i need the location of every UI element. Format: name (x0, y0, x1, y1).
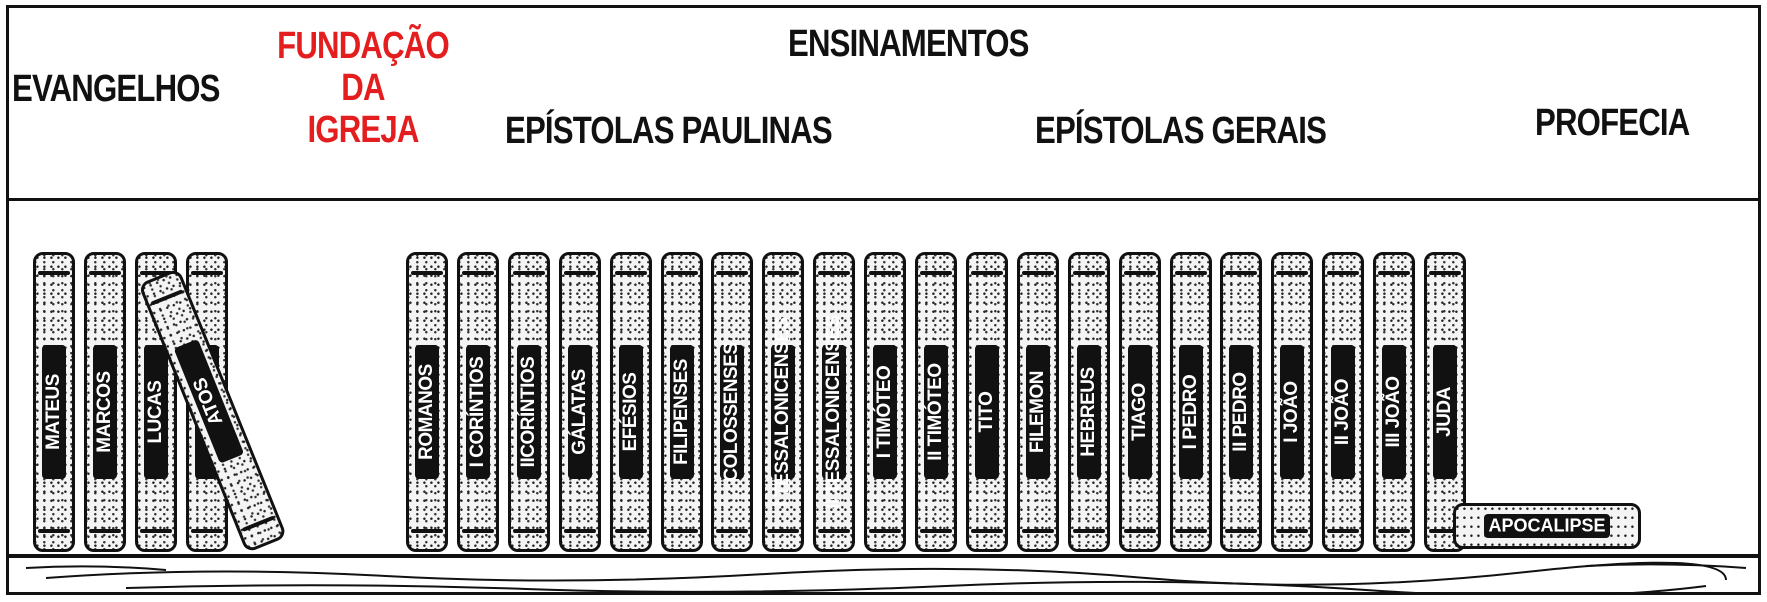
book-label: JUDA (1434, 387, 1455, 437)
book-general-1: TIAGO (1118, 252, 1161, 552)
book-gospel-0: MATEUS (33, 252, 75, 552)
header-ensinamentos: ENSINAMENTOS (788, 23, 1029, 65)
book-label: FILIPENSES (670, 359, 692, 465)
book-label: COLOSSENSES (721, 342, 743, 482)
book-label: LUCAS (145, 380, 166, 444)
book-pauline-10: II TIMÓTEO (915, 252, 957, 552)
book-pauline-0: ROMANOS (406, 252, 448, 552)
book-pauline-7: I TESSALONICENSES (762, 252, 805, 552)
book-label: EFÉSIOS (619, 372, 641, 452)
header-epistolas-gerais: EPÍSTOLAS GERAIS (1035, 110, 1327, 152)
book-general-5: II JOÃO (1322, 252, 1365, 552)
book-general-3: II PEDRO (1220, 252, 1263, 552)
book-pauline-2: IICORÍNTIOS (507, 252, 550, 552)
book-pauline-6: COLOSSENSES (711, 252, 754, 552)
book-label: II PEDRO (1230, 372, 1252, 452)
book-label: II JOÃO (1332, 378, 1354, 446)
book-general-4: I JOÃO (1271, 252, 1314, 552)
book-label: ROMANOS (416, 364, 437, 460)
book-label: III JOÃO (1383, 376, 1405, 448)
book-pauline-12: FILEMON (1016, 252, 1059, 552)
book-label: I PEDRO (1179, 374, 1201, 450)
header-fundacao-line-3: IGREJA (307, 109, 419, 151)
shelf-edge (6, 554, 1761, 558)
book-gospel-1: MARCOS (84, 252, 126, 552)
book-label: IICORÍNTIOS (517, 356, 539, 468)
book-pauline-1: I CORÍNTIOS (456, 252, 499, 552)
book-label: GÁLATAS (568, 369, 590, 455)
header-evangelhos: EVANGELHOS (12, 68, 220, 110)
book-general-7: JUDA (1424, 252, 1466, 552)
book-label: TIAGO (1128, 383, 1150, 441)
header-epistolas-paulinas: EPÍSTOLAS PAULINAS (505, 110, 833, 152)
book-label: I TIMÓTEO (874, 365, 896, 459)
header-fundacao-line-2: DA (341, 67, 385, 109)
book-general-2: I PEDRO (1169, 252, 1212, 552)
book-label: ATOS (189, 374, 228, 429)
book-label: MATEUS (43, 374, 64, 450)
book-pauline-4: EFÉSIOS (609, 252, 652, 552)
book-label: I TESSALONICENSES (772, 317, 794, 507)
book-pauline-9: I TIMÓTEO (864, 252, 907, 552)
header-divider (6, 198, 1761, 201)
book-label: II TESSALONICENSES (823, 315, 845, 509)
book-pauline-11: TITO (965, 252, 1008, 552)
book-label: FILEMON (1026, 371, 1048, 453)
book-pauline-3: GÁLATAS (558, 252, 601, 552)
book-pauline-5: FILIPENSES (660, 252, 703, 552)
header-fundacao: FUNDAÇÃO DA IGREJA (258, 27, 468, 149)
book-label: I CORÍNTIOS (466, 356, 488, 468)
book-general-0: HEBREUS (1067, 252, 1110, 552)
book-general-6: III JOÃO (1373, 252, 1416, 552)
book-label: APOCALIPSE (1488, 515, 1606, 536)
book-label: II TIMÓTEO (925, 363, 946, 461)
book-label: I JOÃO (1281, 381, 1303, 443)
header-fundacao-line-1: FUNDAÇÃO (277, 25, 450, 67)
book-apocalipse: APOCALIPSE (1453, 503, 1641, 549)
shelf-wood (25, 561, 1747, 594)
book-label: TITO (975, 391, 997, 433)
header-profecia: PROFECIA (1535, 102, 1690, 144)
book-label: HEBREUS (1077, 367, 1099, 457)
book-pauline-8: II TESSALONICENSES (813, 252, 856, 552)
book-label: MARCOS (94, 371, 115, 453)
